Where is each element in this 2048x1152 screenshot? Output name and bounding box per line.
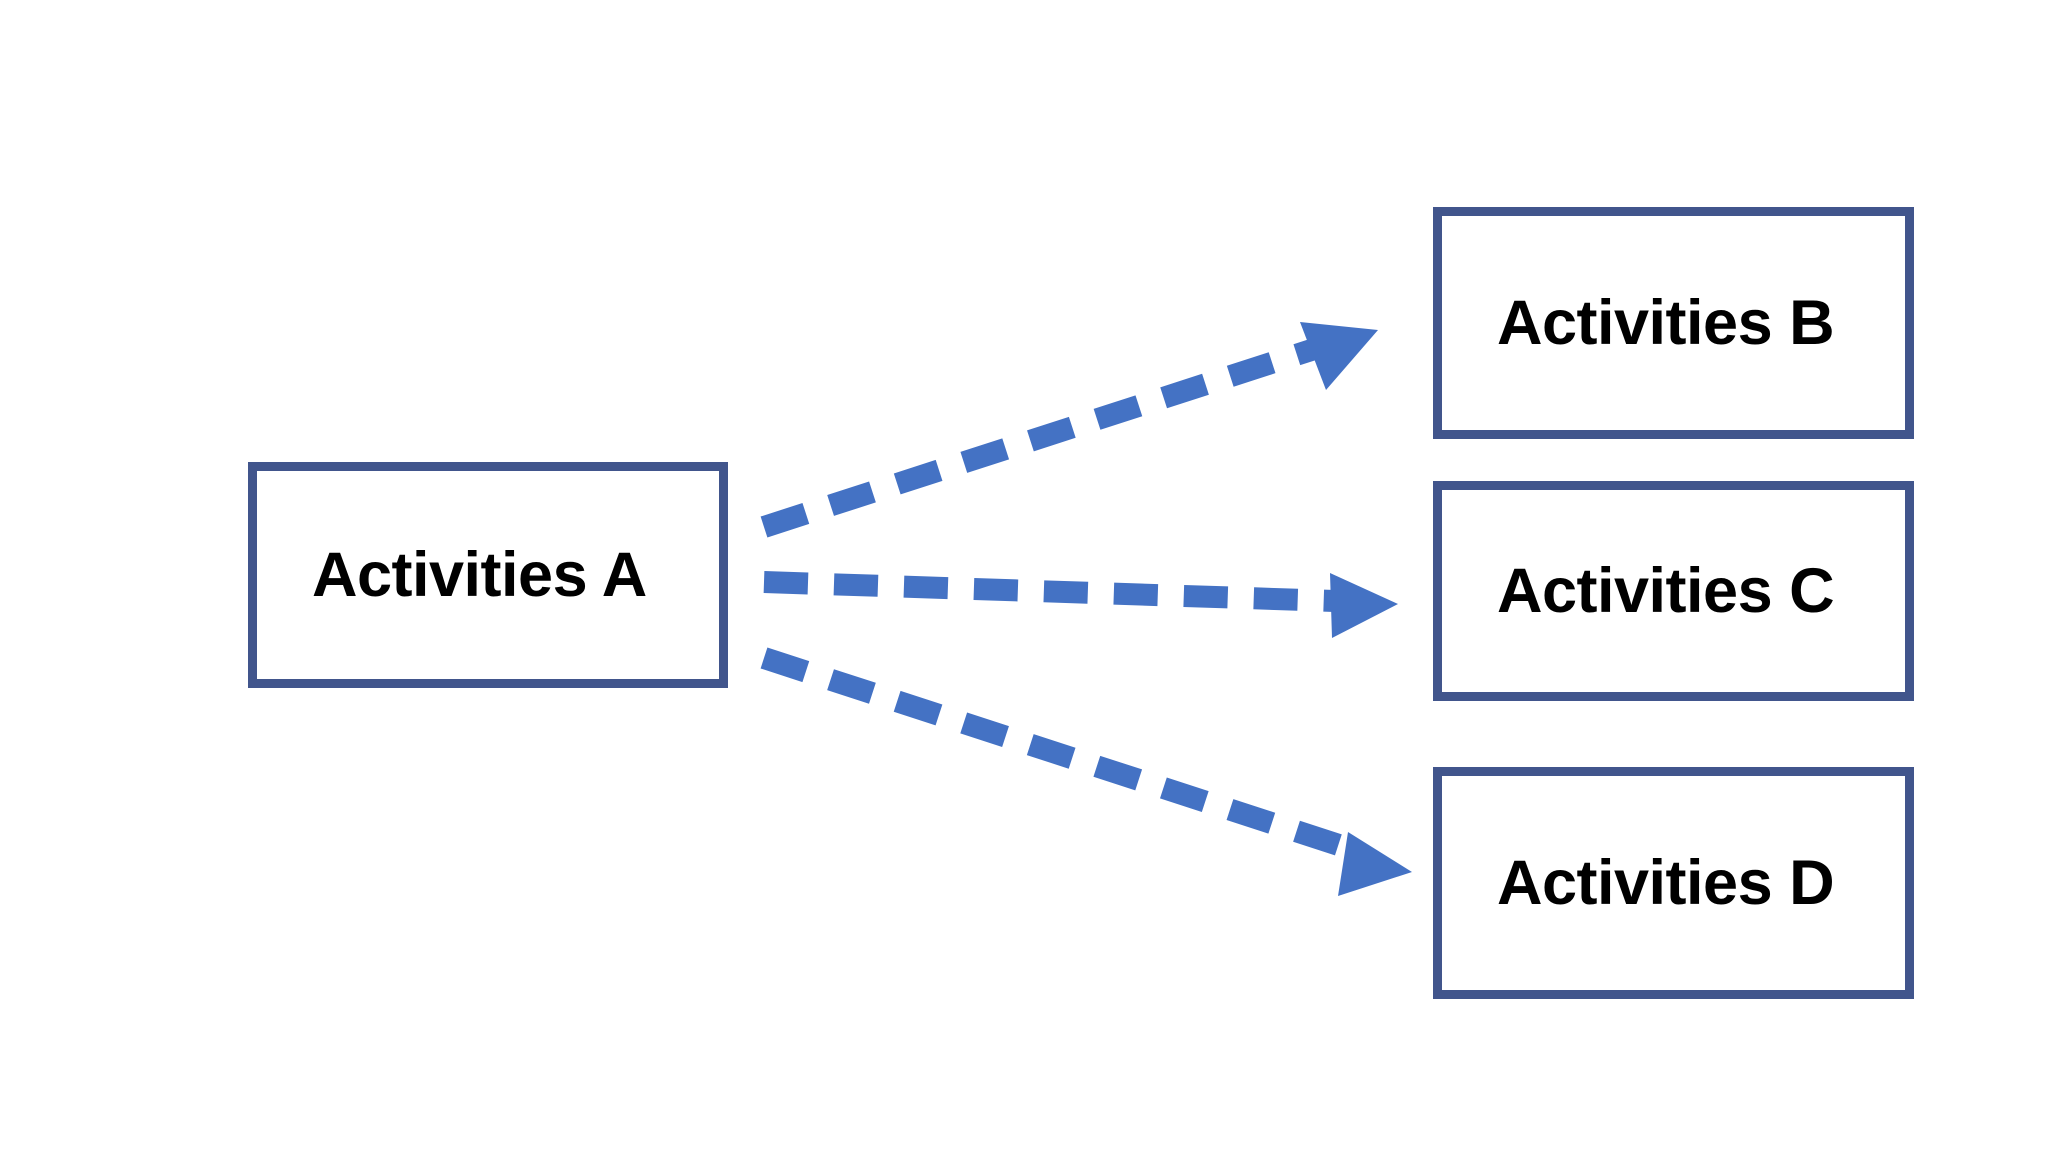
- activity-box-a-label: Activities A: [312, 540, 647, 610]
- connector-a-to-d[interactable]: [760, 647, 1412, 896]
- activity-box-d-label: Activities D: [1497, 848, 1835, 918]
- connector-a-to-c-line: [763, 571, 1336, 612]
- connector-a-to-b-line: [760, 333, 1334, 538]
- activity-box-a[interactable]: Activities A: [248, 462, 728, 688]
- activity-box-c[interactable]: Activities C: [1433, 481, 1914, 701]
- connector-a-to-d-line: [760, 647, 1352, 859]
- connector-a-to-c-arrowhead: [1330, 573, 1398, 638]
- connector-a-to-d-arrowhead: [1338, 832, 1412, 896]
- connector-a-to-c[interactable]: [763, 571, 1398, 638]
- connector-a-to-b[interactable]: [760, 322, 1378, 538]
- activity-box-b-label: Activities B: [1497, 288, 1835, 358]
- activity-box-b[interactable]: Activities B: [1433, 207, 1914, 439]
- activity-box-c-label: Activities C: [1497, 556, 1835, 626]
- activity-box-d[interactable]: Activities D: [1433, 767, 1914, 999]
- connector-a-to-b-arrowhead: [1300, 322, 1378, 390]
